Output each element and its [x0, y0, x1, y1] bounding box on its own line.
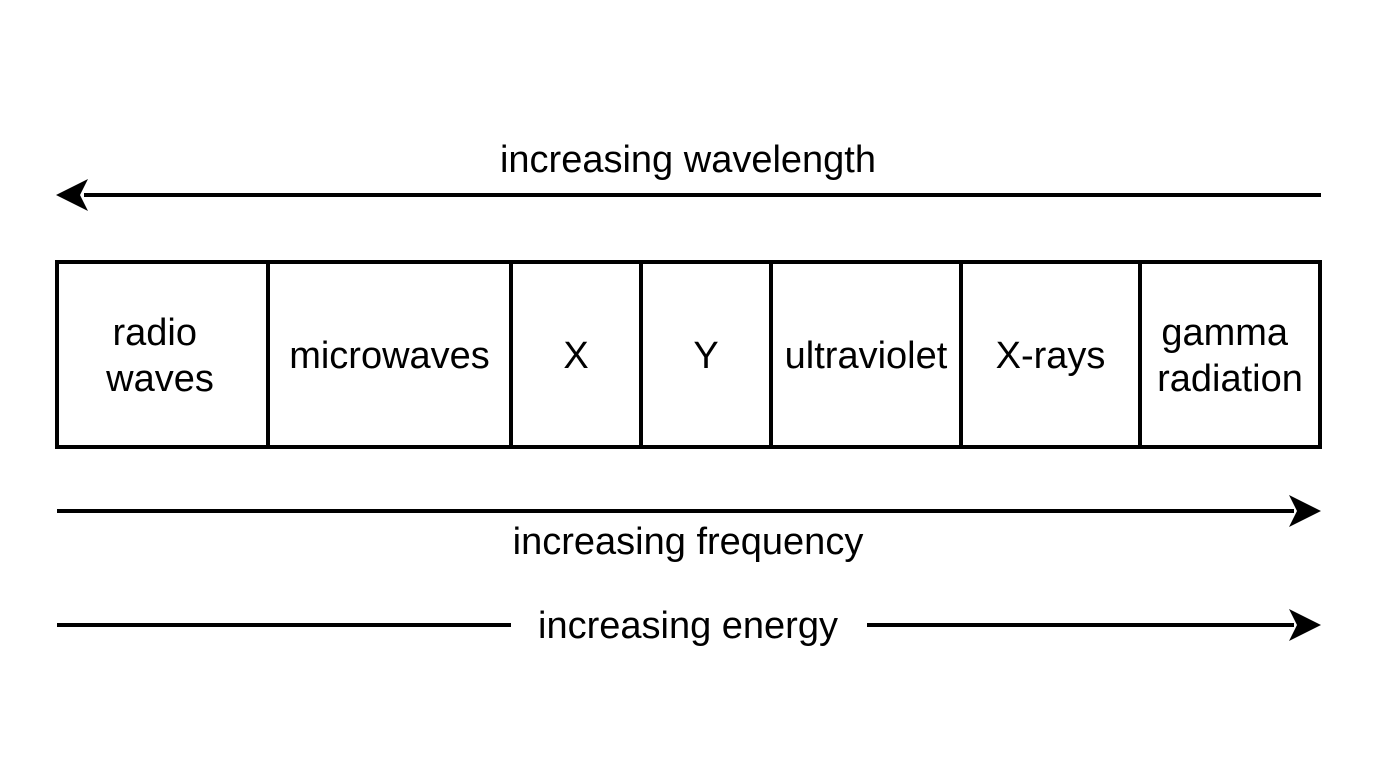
band-label-ultraviolet: ultraviolet: [785, 335, 948, 377]
energy-arrow-head: [1289, 609, 1321, 641]
band-label-line: waves: [105, 358, 214, 400]
wavelength-arrow-head: [56, 179, 88, 211]
energy-label: increasing energy: [538, 605, 838, 647]
spectrum-bands: radio waves microwaves X Y ultraviolet X…: [55, 260, 1322, 449]
band-label-x: X: [563, 335, 588, 377]
band-label-gamma-radiation: gamma radiation: [1157, 312, 1303, 400]
spectrum-outline: [55, 260, 1322, 449]
band-label-line: radiation: [1157, 358, 1303, 400]
wavelength-label: increasing wavelength: [500, 139, 876, 181]
frequency-label: increasing frequency: [513, 521, 864, 563]
band-label-line: radio: [112, 312, 197, 354]
band-label-microwaves: microwaves: [289, 335, 490, 377]
frequency-arrow-head: [1289, 495, 1321, 527]
band-label-line: gamma: [1161, 312, 1289, 354]
band-label-radio-waves: radio waves: [105, 312, 214, 400]
band-label-y: Y: [693, 335, 718, 377]
band-label-x-rays: X-rays: [996, 335, 1106, 377]
